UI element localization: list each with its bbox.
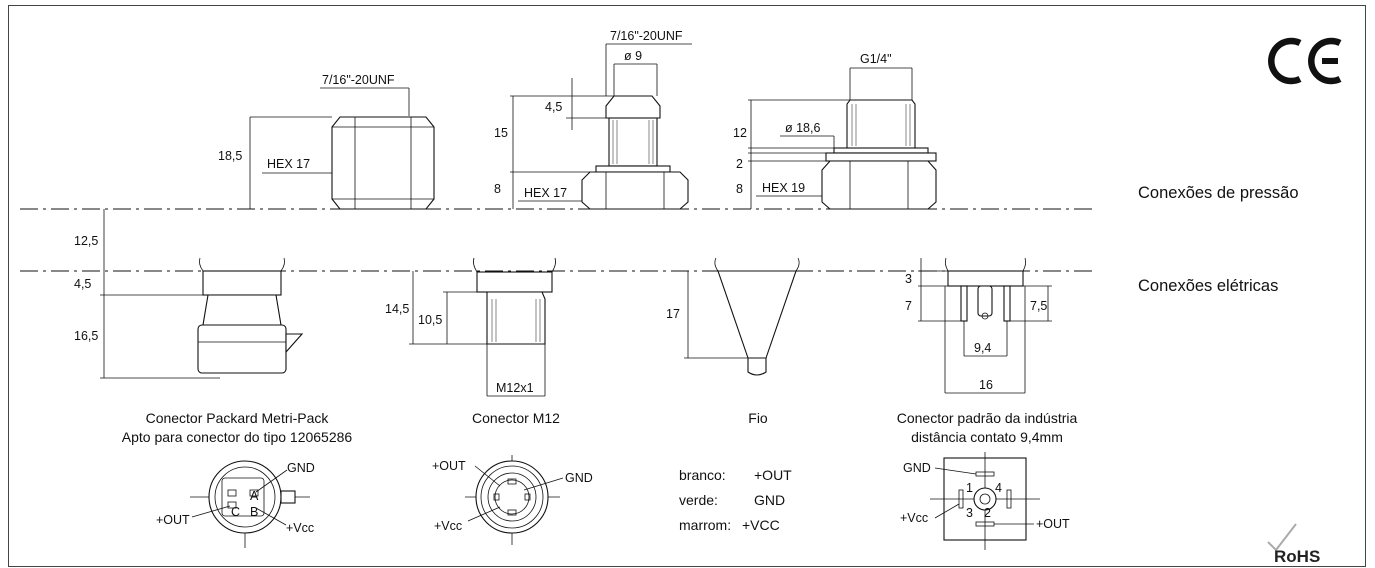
- wire-connector-side: [714, 257, 800, 376]
- packard-vcc-label: +Vcc: [286, 521, 314, 535]
- dim-h2-c: 2: [736, 157, 743, 171]
- wire-color-2: marrom:: [679, 517, 731, 533]
- dim-h2-m12: 10,5: [418, 313, 442, 327]
- m12-vcc-label: +Vcc: [434, 519, 462, 533]
- din-connector-side: [944, 257, 1027, 322]
- caption-packard-line2: Apto para conector do tipo 12065286: [122, 429, 353, 445]
- packard-gnd-label: GND: [287, 461, 315, 475]
- wire-color-1: verde:: [679, 492, 718, 508]
- ce-mark-logo: [1268, 37, 1342, 85]
- din-pin-1: 1: [966, 481, 973, 495]
- dim-thread-b: 7/16"-20UNF: [610, 29, 683, 43]
- dim-h3-c: 8: [736, 182, 743, 196]
- wire-color-table: branco: +OUT verde: GND marrom: +VCC: [679, 467, 792, 533]
- packard-out-label: +OUT: [156, 513, 190, 527]
- rohs-mark-logo: RoHS: [1267, 523, 1320, 566]
- din-pin-3: 3: [966, 506, 973, 520]
- m12-connector-side: [473, 257, 556, 345]
- wire-signal-0: +OUT: [754, 467, 792, 483]
- dim-w1-din: 9,4: [974, 341, 991, 355]
- wire-signal-1: GND: [754, 492, 785, 508]
- m12-out-label: +OUT: [432, 459, 466, 473]
- dim-thread-m12: M12x1: [496, 381, 534, 395]
- dim-h1-din: 3: [905, 272, 912, 286]
- din-gnd-label: GND: [903, 461, 931, 475]
- packard-connector-side: [197, 257, 304, 374]
- label-pressure-connections: Conexões de pressão: [1138, 184, 1299, 202]
- wire-signal-2: +VCC: [742, 517, 780, 533]
- m12-pinout: [465, 455, 560, 545]
- dim-dia-b: ø 9: [624, 49, 642, 63]
- dim-dia-c: ø 18,6: [785, 121, 820, 135]
- packard-pinout: A B C: [190, 460, 310, 548]
- dim-h1-b: 4,5: [545, 100, 562, 114]
- din-vcc-label: +Vcc: [900, 511, 928, 525]
- pressure-fitting-hex17-b: [581, 95, 689, 210]
- dim-h1-left: 4,5: [74, 277, 91, 291]
- pin-a-label: A: [250, 489, 259, 503]
- pin-b-label: B: [250, 505, 258, 519]
- dim-h-fio: 17: [666, 307, 680, 321]
- dim-height-a: 18,5: [218, 149, 242, 163]
- rohs-mark-text: RoHS: [1274, 547, 1320, 566]
- caption-din-line1: Conector padrão da indústria: [897, 410, 1078, 426]
- dim-hex-c: HEX 19: [762, 181, 805, 195]
- din-pin-2: 2: [984, 506, 991, 520]
- dim-h2-left: 16,5: [74, 329, 98, 343]
- din-out-label: +OUT: [1036, 517, 1070, 531]
- dim-h3-din: 7,5: [1030, 299, 1047, 313]
- pin-c-label: C: [231, 505, 240, 519]
- dim-gap-left: 12,5: [74, 234, 98, 248]
- caption-packard-line1: Conector Packard Metri-Pack: [146, 410, 330, 426]
- m12-gnd-label: GND: [565, 471, 593, 485]
- caption-din-line2: distância contato 9,4mm: [911, 429, 1063, 445]
- dim-h3-b: 8: [494, 182, 501, 196]
- drawing-frame: [8, 5, 1366, 567]
- din-pin-4: 4: [995, 481, 1002, 495]
- caption-m12: Conector M12: [472, 410, 560, 426]
- dim-w2-din: 16: [979, 378, 993, 392]
- dim-h2-din: 7: [905, 299, 912, 313]
- dim-h2-b: 15: [494, 126, 508, 140]
- dim-thread-c: G1/4": [860, 52, 892, 66]
- wire-color-0: branco:: [679, 467, 726, 483]
- dim-thread-a: 7/16"-20UNF: [322, 73, 395, 87]
- dim-hex-b: HEX 17: [524, 186, 567, 200]
- din-pinout: 1 4 3 2: [930, 452, 1040, 550]
- label-electrical-connections: Conexões elétricas: [1138, 277, 1278, 295]
- pressure-fitting-hex17-a: [331, 116, 435, 210]
- caption-fio: Fio: [748, 410, 768, 426]
- dim-h1-m12: 14,5: [385, 302, 409, 316]
- dim-h1-c: 12: [733, 126, 747, 140]
- dim-hex-a: HEX 17: [267, 157, 310, 171]
- pressure-fitting-g14: [821, 99, 937, 210]
